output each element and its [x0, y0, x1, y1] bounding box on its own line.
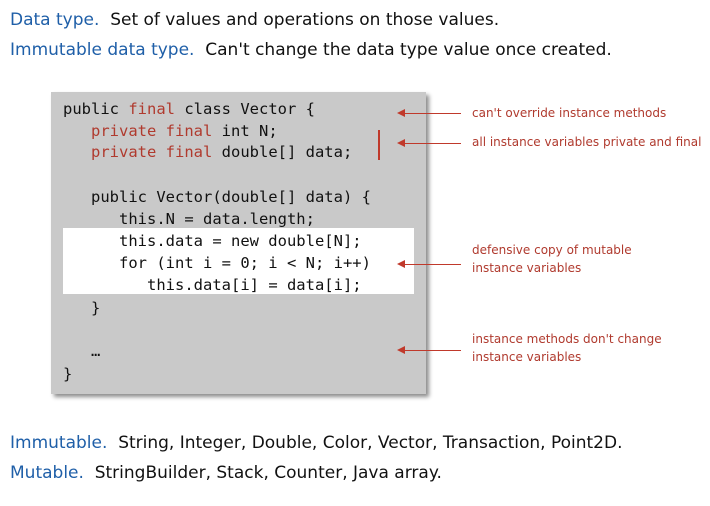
- note-defensive-copy-line1: defensive copy of mutable: [472, 243, 632, 257]
- code-line-class-close: }: [63, 365, 73, 383]
- code-line-constructor-close: }: [91, 299, 101, 317]
- definition-data-type-text: Set of values and operations on those va…: [110, 10, 500, 30]
- term-immutable-data-type: Immutable data type.: [10, 40, 195, 60]
- note-private-final: all instance variables private and final: [472, 135, 702, 149]
- arrow-defensive-copy: [397, 260, 461, 268]
- code-line-class-decl: public final class Vector {: [63, 100, 315, 118]
- term-mutable: Mutable.: [10, 463, 84, 483]
- code-block: public final class Vector { private fina…: [51, 92, 426, 394]
- code-line-constructor: public Vector(double[] data) {: [91, 188, 371, 206]
- arrow-private-final: [397, 139, 461, 147]
- definition-data-type: Data type. Set of values and operations …: [10, 10, 499, 30]
- note-defensive-copy-line2: instance variables: [472, 261, 582, 275]
- arrow-methods: [397, 346, 461, 354]
- fields-bracket-bar: [378, 130, 380, 160]
- examples-mutable-text: StringBuilder, Stack, Counter, Java arra…: [94, 463, 442, 483]
- highlight-defensive-copy: [63, 228, 414, 294]
- examples-immutable: Immutable. String, Integer, Double, Colo…: [10, 433, 623, 453]
- code-line-ellipsis: …: [91, 342, 101, 360]
- definition-immutable-data-type-text: Can't change the data type value once cr…: [205, 40, 612, 60]
- arrow-override: [397, 109, 461, 117]
- code-line-field-n: private final int N;: [91, 122, 278, 140]
- note-methods: instance methods don't change instance v…: [472, 330, 662, 366]
- note-methods-line2: instance variables: [472, 350, 582, 364]
- examples-immutable-text: String, Integer, Double, Color, Vector, …: [118, 433, 623, 453]
- code-line-copy-element: this.data[i] = data[i];: [147, 276, 362, 294]
- code-line-assign-n: this.N = data.length;: [119, 210, 315, 228]
- definition-immutable-data-type: Immutable data type. Can't change the da…: [10, 40, 612, 60]
- code-line-for-loop: for (int i = 0; i < N; i++): [119, 254, 371, 272]
- note-override: can't override instance methods: [472, 106, 667, 120]
- code-line-new-array: this.data = new double[N];: [119, 232, 362, 250]
- examples-mutable: Mutable. StringBuilder, Stack, Counter, …: [10, 463, 442, 483]
- note-defensive-copy: defensive copy of mutable instance varia…: [472, 241, 632, 277]
- term-data-type: Data type.: [10, 10, 100, 30]
- term-immutable: Immutable.: [10, 433, 108, 453]
- code-line-field-data: private final double[] data;: [91, 143, 353, 161]
- note-methods-line1: instance methods don't change: [472, 332, 662, 346]
